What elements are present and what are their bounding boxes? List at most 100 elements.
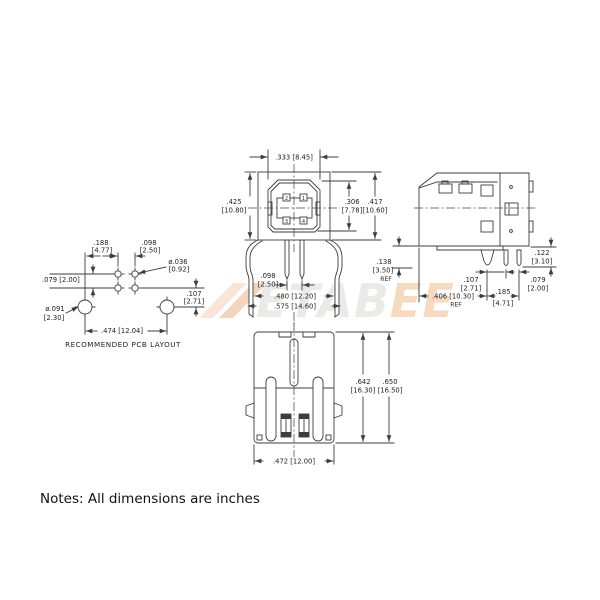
side-back-details [504, 180, 534, 233]
view-front: 2 1 3 4 .333 [8.45] .425 [10.80] [222, 149, 419, 330]
top-notches [278, 331, 316, 338]
front-contact-3 [282, 216, 291, 225]
front-pin-number-4: 4 [302, 219, 305, 225]
front-dim-306-mm: [7.78] [342, 207, 363, 215]
side-dim-079: .079 [530, 276, 545, 284]
pcb-dim-107: .107 [186, 290, 201, 298]
side-locating-peg [480, 249, 495, 266]
top-dim-472: .472 [12.00] [273, 458, 315, 466]
front-dim-098-lines [274, 280, 315, 291]
side-body [418, 172, 530, 247]
watermark-logo: ETABEE [199, 274, 455, 328]
top-dim-650-mm: [16.50] [378, 387, 403, 395]
pcb-dim-098: .098 [141, 239, 156, 247]
front-dim-417-lines [331, 171, 382, 241]
front-leg-right [325, 239, 343, 318]
pcb-layout-caption: RECOMMENDED PCB LAYOUT [65, 340, 181, 349]
watermark-slash-2 [219, 283, 267, 318]
front-contact-1 [299, 193, 308, 202]
front-dim-333-lines [249, 149, 339, 180]
front-pin-number-1: 1 [302, 196, 305, 202]
front-leg-left [245, 239, 263, 318]
top-dim-right-lines [335, 331, 395, 444]
pcb-dim-091: ø.091 [45, 305, 64, 313]
side-fold-line [418, 181, 498, 189]
front-shell-notch-left [267, 201, 273, 216]
front-dim-138: .138 [376, 258, 391, 266]
front-dim-425-mm: [10.80] [222, 207, 247, 215]
pcb-dim-079: .079 [2.00] [42, 276, 80, 284]
pcb-leader-091 [65, 306, 79, 314]
pcb-dim-107-mm: [2.71] [184, 298, 205, 306]
top-tab-right [333, 402, 343, 419]
view-pcb-layout: .188 [4.77] .098 [2.50] ø.036 [0.92] .07… [42, 239, 205, 349]
watermark-slash-1 [199, 283, 247, 318]
side-pin-1 [503, 249, 509, 266]
pcb-dim-079-lines [49, 264, 114, 298]
pcb-dim-098-mm: [2.50] [140, 247, 161, 255]
front-dim-417: .417 [367, 198, 382, 206]
front-dim-138-lines [392, 236, 419, 278]
front-dim-425-lines [244, 171, 257, 241]
top-dim-642-mm: [16.30] [351, 387, 376, 395]
front-pin-left [284, 239, 290, 281]
front-usb-shell-inner [270, 182, 318, 230]
front-pin-number-2: 2 [285, 196, 288, 202]
top-dim-642: .642 [355, 378, 370, 386]
side-dim-406: .406 [10.30] [432, 293, 474, 301]
front-usb-shell-outer [267, 179, 321, 233]
front-dim-575: .575 [14.60] [274, 303, 316, 311]
pcb-dim-107-lines [140, 278, 205, 317]
top-dim-472-lines [253, 444, 335, 465]
front-dim-138-ref: REF [380, 276, 392, 283]
side-pin-2 [516, 249, 522, 266]
pcb-leader-036 [138, 266, 167, 274]
pcb-dim-036: ø.036 [168, 258, 187, 266]
front-dim-480: .480 [12.20] [274, 293, 316, 301]
side-dim-079-mm: [2.00] [528, 285, 549, 293]
pcb-pin-pads [111, 267, 142, 295]
side-dim-107: .107 [463, 276, 478, 284]
front-dim-098-mm: [2.50] [258, 281, 279, 289]
front-pin-number-3: 3 [285, 219, 288, 225]
side-dim-185-mm: [4.71] [493, 300, 514, 308]
pcb-dim-188: .188 [93, 239, 108, 247]
side-dim-185: .185 [495, 288, 510, 296]
side-bottom-features [436, 245, 522, 266]
side-latch-tabs [438, 180, 494, 233]
front-dim-417-mm: [10.60] [363, 207, 388, 215]
view-top: .642 [16.30] .650 [16.50] .472 [12.00] [245, 322, 403, 466]
side-dim-107-mm: [2.71] [461, 285, 482, 293]
watermark-text: ETABEE [256, 274, 455, 328]
pcb-dim-474: .474 [12.04] [101, 327, 143, 335]
front-dim-333: .333 [8.45] [275, 154, 313, 162]
top-contacts [256, 413, 332, 441]
side-dim-122-lines [522, 237, 557, 277]
pcb-mounting-holes [74, 296, 178, 318]
side-dim-122-mm: [3.10] [532, 258, 553, 266]
side-dim-406-ref: REF [450, 302, 462, 309]
side-dim-122: .122 [534, 249, 549, 257]
front-dim-098: .098 [260, 272, 275, 280]
front-dim-138-mm: [3.50] [373, 267, 394, 275]
top-dim-650: .650 [382, 378, 397, 386]
front-dim-306: .306 [344, 198, 359, 206]
pcb-dim-091-mm: [2.30] [44, 314, 65, 322]
front-dim-425: .425 [226, 198, 241, 206]
front-contact-2 [282, 193, 291, 202]
front-shell-notch-right [315, 201, 321, 216]
top-post-left [265, 376, 277, 442]
pcb-dim-474-lines [84, 315, 168, 335]
pcb-dim-188-mm: [4.77] [92, 247, 113, 255]
pcb-dim-036-mm: [0.92] [169, 266, 190, 274]
watermark-text-orange: EE [390, 274, 455, 328]
side-extension-lines [418, 247, 520, 303]
view-side: .122 [3.10] .107 [2.71] .079 [2.00] .406… [414, 172, 557, 309]
front-contact-4 [299, 216, 308, 225]
front-pin-right [299, 239, 305, 281]
top-post-right [312, 376, 324, 442]
notes-text: Notes: All dimensions are inches [40, 491, 260, 507]
pcb-dim-lines-top [84, 252, 146, 298]
